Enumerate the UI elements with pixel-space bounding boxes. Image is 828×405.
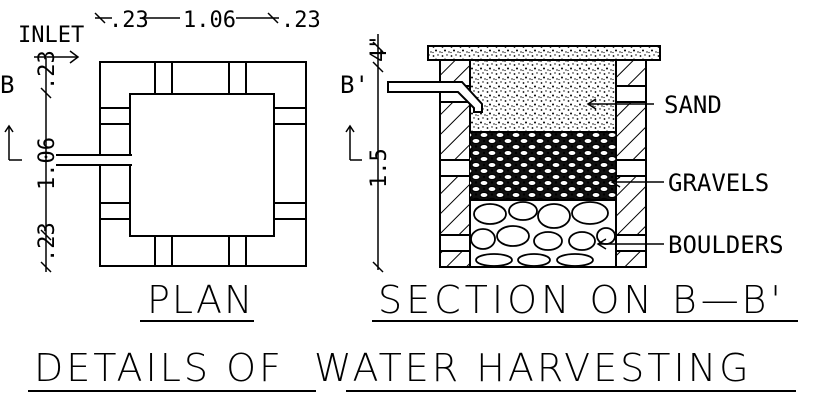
plan-dim-left-bottom: .23 <box>35 222 60 262</box>
section-view <box>387 45 661 268</box>
plan-left-dimension <box>40 58 52 273</box>
section-arrow-icon <box>345 124 362 161</box>
plan-section-arrow-icon <box>4 124 22 161</box>
section-label: SECTION ON B—B' <box>378 278 785 322</box>
section-marker: B' <box>340 71 369 99</box>
section-top-slab <box>427 45 661 61</box>
layer-label-sand: SAND <box>664 91 722 119</box>
section-inlet-pipe <box>387 81 483 113</box>
plan-dim-left-top: .23 <box>35 50 60 90</box>
inlet-arrow-icon <box>34 50 80 64</box>
plan-view <box>56 61 307 267</box>
plan-dim-top-right: .23 <box>281 8 321 33</box>
section-dim-top: 4" <box>367 36 392 63</box>
plan-dim-left-mid: 1.06 <box>35 137 60 190</box>
plan-top-dimension <box>94 7 313 27</box>
boulders <box>470 201 616 267</box>
plan-inlet-pipe <box>56 154 132 166</box>
plan-inlet-label: INLET <box>18 23 84 48</box>
plan-section-marker: B <box>0 71 14 99</box>
layer-leaders <box>586 98 664 250</box>
section-dim-depth: 1.5 <box>367 148 392 188</box>
plan-dim-top-mid: 1.06 <box>183 8 236 33</box>
layer-label-boulders: BOULDERS <box>668 231 784 259</box>
plan-label: PLAN <box>147 278 254 322</box>
section-depth-dimension <box>372 34 384 273</box>
layer-label-gravels: GRAVELS <box>668 169 769 197</box>
plan-inner-pit <box>129 93 275 237</box>
sand-layer <box>469 59 617 133</box>
plan-dim-top-left: .23 <box>109 8 149 33</box>
drawing-title: DETAILS OF WATER HARVESTING <box>34 346 752 390</box>
